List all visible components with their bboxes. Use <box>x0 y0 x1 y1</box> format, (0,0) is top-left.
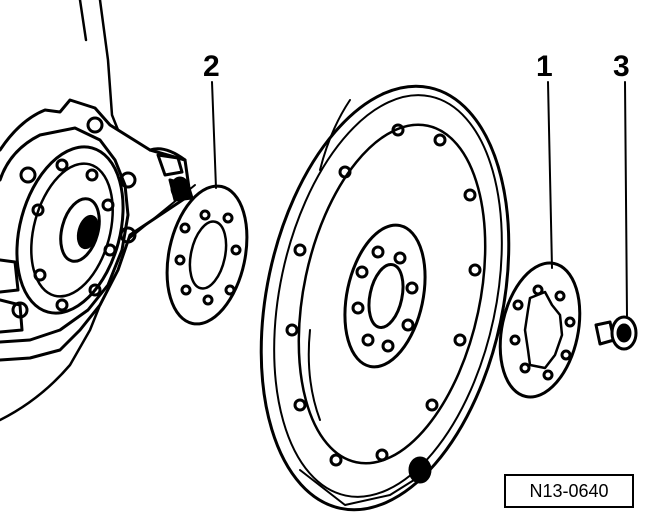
callout-label-3: 3 <box>613 50 630 83</box>
leader-line-3 <box>624 81 628 317</box>
engine-block-housing <box>0 98 194 362</box>
lower-line <box>0 303 102 422</box>
top-line <box>78 0 120 132</box>
figure-reference-code: N13-0640 <box>504 474 634 508</box>
part-3-bolt <box>594 315 638 351</box>
leader-line-2 <box>211 81 217 189</box>
callout-label-1: 1 <box>536 50 553 83</box>
callout-label-2: 2 <box>203 50 220 83</box>
part-1-clamping-plate <box>498 261 582 399</box>
alignment-line <box>129 184 196 239</box>
drive-plate <box>259 84 511 512</box>
part-2-spacer-plate <box>165 184 249 326</box>
leader-line-1 <box>547 81 553 269</box>
